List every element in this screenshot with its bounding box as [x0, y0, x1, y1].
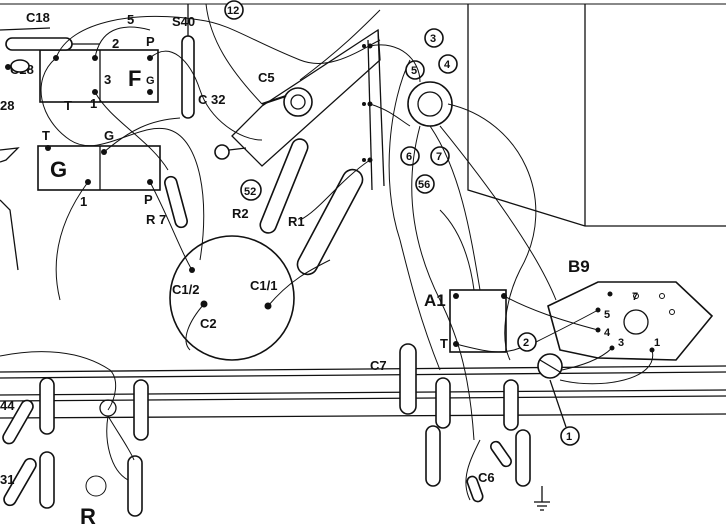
capacitor-c6: [466, 440, 512, 503]
label-g: G: [50, 157, 67, 182]
label-a1: A1: [424, 291, 446, 310]
label-r7: R 7: [146, 212, 166, 227]
label-pin-7: 7: [436, 151, 442, 163]
label-g-small: G: [146, 75, 155, 87]
label-3: 3: [104, 72, 111, 87]
label-g-mid: G: [104, 128, 114, 143]
label-c2: C2: [200, 316, 217, 331]
label-c5: C5: [258, 70, 275, 85]
label-c6: C6: [478, 470, 495, 485]
label-sw-1: 1: [566, 431, 572, 443]
label-p-g: P: [144, 192, 153, 207]
resistor-r7: [164, 175, 188, 229]
label-r-bottom: R: [80, 504, 96, 526]
terminal-1: [549, 379, 580, 446]
terminal-r: [85, 475, 107, 497]
label-2-top: 2: [112, 36, 119, 51]
label-c7: C7: [370, 358, 387, 373]
capacitor-left-bottom: [2, 399, 117, 507]
label-b9: B9: [568, 257, 590, 276]
lug-terminals: [362, 44, 366, 162]
chassis-panel: [467, 4, 726, 227]
label-sw-2: 2: [523, 337, 529, 349]
capacitor-c7: [399, 343, 417, 415]
label-b9-1: 1: [654, 337, 660, 349]
label-pin-4: 4: [444, 59, 451, 71]
socket-b9: [547, 281, 714, 361]
label-s40: S40: [172, 14, 195, 29]
label-12: 12: [227, 5, 239, 17]
label-28: 28: [0, 98, 14, 113]
tube-socket: [400, 28, 458, 194]
label-r2: R2: [232, 206, 249, 221]
terminal-s2: [240, 179, 262, 201]
chassis-rails: [0, 365, 726, 419]
label-b9-5: 5: [604, 309, 610, 321]
resistor-r1: [296, 168, 364, 276]
coil-block-f: [39, 49, 159, 103]
label-pin-6: 6: [406, 151, 412, 163]
bracket-left: [0, 147, 20, 163]
label-52: 52: [244, 186, 256, 198]
terminal-12: [224, 0, 244, 20]
label-44: 44: [0, 398, 15, 413]
resistor-r2: [259, 138, 309, 234]
label-r1: R1: [288, 214, 305, 229]
wires: [0, 3, 654, 501]
component-a1: [449, 289, 507, 353]
label-5-top: 5: [127, 12, 134, 27]
label-b9-3: 3: [618, 337, 624, 349]
label-c1-2: C1/2: [172, 282, 199, 297]
label-1-upper: 1: [90, 96, 97, 111]
label-b9-7: 7: [632, 291, 638, 303]
label-c18: C18: [26, 10, 50, 25]
label-a1-t: T: [440, 336, 448, 351]
label-t-g: T: [42, 128, 50, 143]
label-c1-1: C1/1: [250, 278, 277, 293]
label-pin-3: 3: [430, 33, 436, 45]
capacitor-c28: [5, 59, 30, 73]
bracket-left-lower: [0, 199, 19, 271]
label-pin-5: 5: [411, 65, 417, 77]
capacitor-c18: [0, 27, 100, 51]
plug-small: [214, 144, 247, 160]
label-t-upper: T: [64, 98, 72, 113]
support-posts: [39, 377, 531, 517]
coil-block-g: [37, 145, 161, 191]
resistor-s40: [181, 4, 195, 119]
label-c32: C 32: [198, 92, 225, 107]
label-1-g: 1: [80, 194, 87, 209]
label-b9-4: 4: [604, 327, 611, 339]
label-pin-56: 56: [418, 179, 430, 191]
label-p-top: P: [146, 34, 155, 49]
ground-symbol: [534, 486, 550, 511]
label-f: F: [128, 66, 141, 91]
label-31: 31: [0, 472, 14, 487]
